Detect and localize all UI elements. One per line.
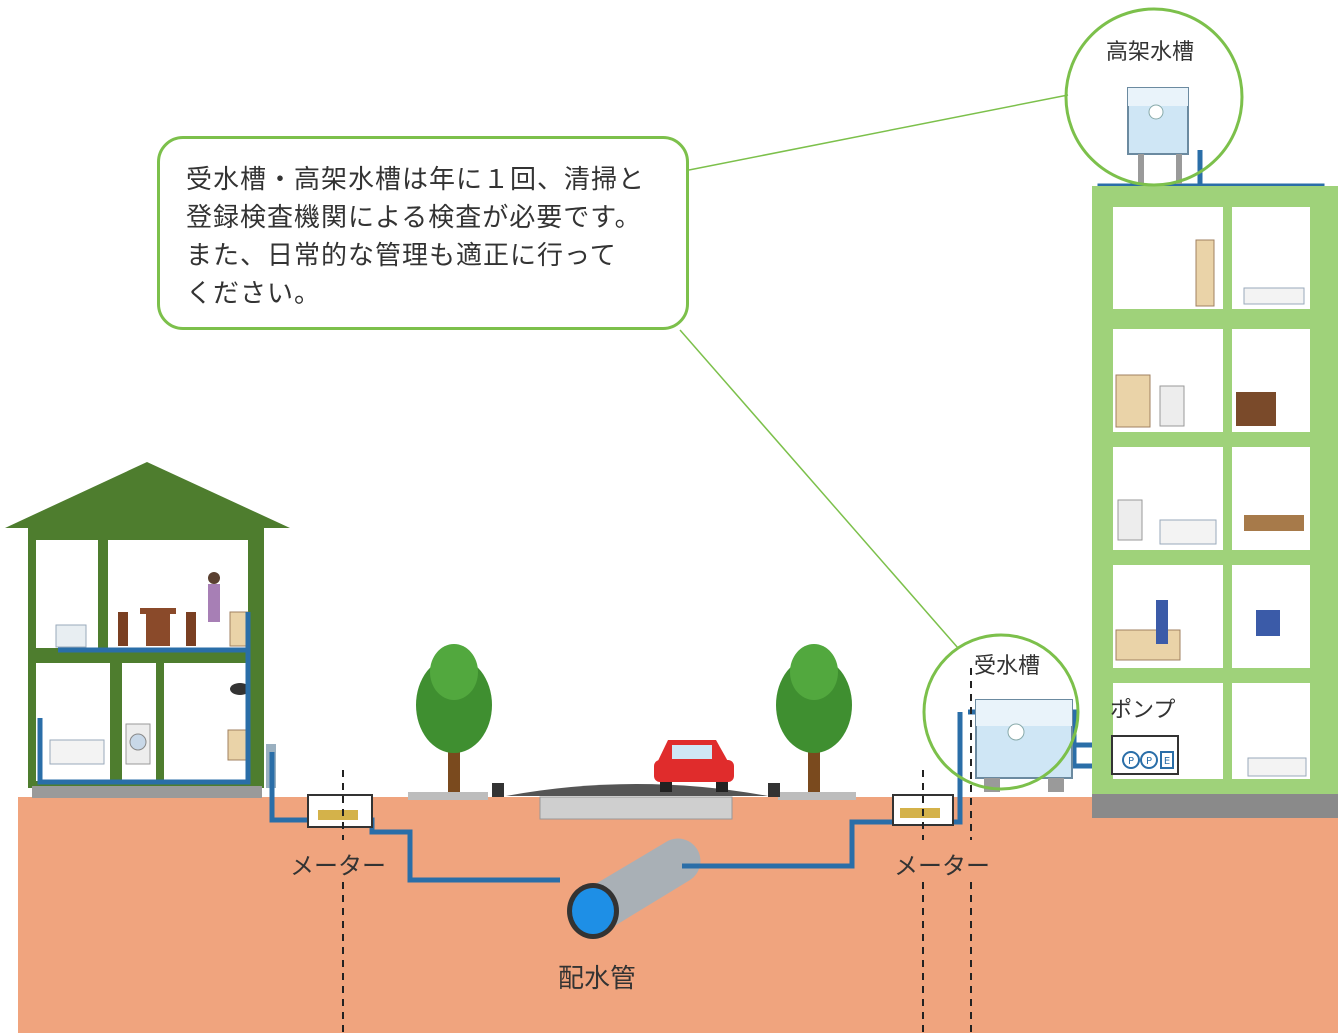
street: [408, 783, 856, 820]
tree-right: [776, 644, 852, 792]
main-pipe-label: 配水管: [558, 964, 637, 994]
leader-lines: [679, 94, 1069, 649]
elevated-tank: [1127, 87, 1189, 184]
pump-unit: P P E: [1111, 735, 1179, 775]
receiving-tank: [975, 699, 1073, 792]
tree-left: [416, 644, 492, 792]
house-roof: [5, 462, 290, 528]
apartment-building: [1092, 186, 1338, 818]
ground: [18, 797, 1338, 1033]
pump-label: ポンプ: [1110, 698, 1176, 723]
meter-right-label: メーター: [894, 852, 990, 880]
house: [5, 462, 290, 798]
callout-line-1: 受水槽・高架水槽は年に１回、清掃と: [186, 165, 646, 195]
inspection-callout: 受水槽・高架水槽は年に１回、清掃と 登録検査機関による検査が必要です。 また、日…: [157, 136, 689, 330]
car: [654, 740, 734, 792]
pump-badge-3: E: [1164, 756, 1170, 767]
pump-badge-2: P: [1146, 756, 1152, 767]
pump-badge-1: P: [1128, 756, 1134, 767]
callout-line-4: ください。: [186, 279, 322, 309]
callout-line-2: 登録検査機関による検査が必要です。: [186, 203, 642, 233]
elevated-tank-label: 高架水槽: [1106, 40, 1195, 65]
elevated-tank-highlight: [1064, 7, 1244, 187]
boundary-lines: [342, 668, 972, 1033]
receiving-tank-label: 受水槽: [974, 654, 1041, 679]
meter-left-label: メーター: [290, 852, 386, 880]
meter-box-left: [307, 794, 373, 828]
highlights: [922, 7, 1244, 791]
receiving-tank-highlight: [922, 633, 1080, 791]
callout-line-3: また、日常的な管理も適正に行って: [186, 241, 617, 271]
main-pipe: [567, 838, 701, 939]
